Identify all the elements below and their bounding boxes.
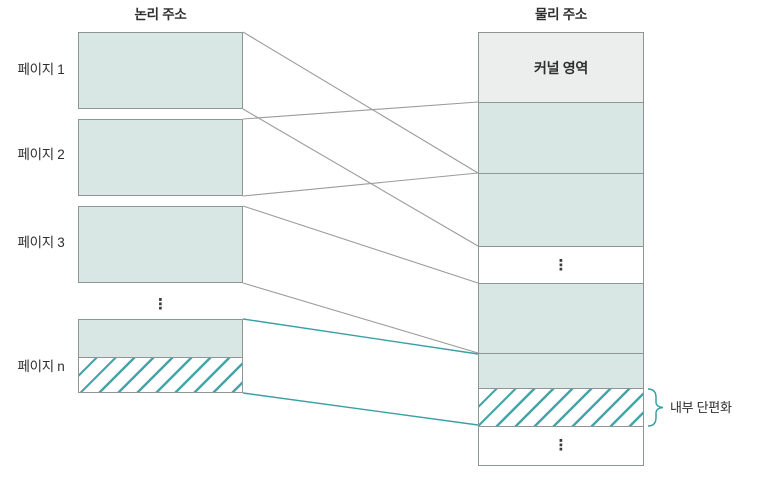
connector-page1-bottom (242, 108, 479, 247)
logical-page-n-used-box (78, 319, 243, 358)
logical-page-3-box (78, 206, 243, 283)
logical-address-title: 논리 주소 (134, 7, 187, 22)
connector-page3-top (242, 205, 479, 284)
logical-page-2-box (78, 119, 243, 196)
connector-page2-bottom (242, 172, 479, 197)
physical-frame-3 (479, 283, 643, 353)
kernel-area-frame: 커널 영역 (479, 33, 643, 102)
page-2-label: 페이지 2 (17, 147, 65, 162)
connector-page3-bottom (242, 282, 479, 354)
physical-frame-4-fragment (479, 388, 643, 426)
vertical-ellipsis-icon: ⋮ (553, 256, 569, 274)
vertical-ellipsis-icon: ⋮ (553, 436, 569, 454)
physical-frame-1 (479, 102, 643, 173)
kernel-area-label: 커널 영역 (534, 59, 588, 76)
physical-ellipsis-frame-2: ⋮ (479, 426, 643, 463)
physical-ellipsis-frame-1: ⋮ (479, 246, 643, 283)
physical-address-title: 물리 주소 (535, 7, 587, 22)
physical-frame-4-used (479, 353, 643, 388)
vertical-ellipsis-icon: ⋮ (153, 295, 168, 313)
page-1-label: 페이지 1 (17, 62, 65, 77)
page-3-label: 페이지 3 (17, 235, 65, 250)
logical-column-ellipsis: ⋮ (78, 294, 243, 314)
internal-fragmentation-brace (647, 388, 664, 427)
physical-memory-column: 커널 영역 ⋮ ⋮ (478, 32, 644, 466)
connector-page1-top (242, 31, 479, 174)
internal-fragmentation-label: 내부 단편화 (670, 400, 732, 415)
logical-page-1-box (78, 32, 243, 109)
connector-pagen-bottom (242, 392, 479, 426)
page-n-label: 페이지 n (17, 359, 65, 374)
connector-pagen-top (242, 318, 479, 355)
physical-frame-2 (479, 173, 643, 246)
connector-page2-top (242, 101, 479, 120)
logical-page-n-fragment-box (78, 357, 243, 393)
